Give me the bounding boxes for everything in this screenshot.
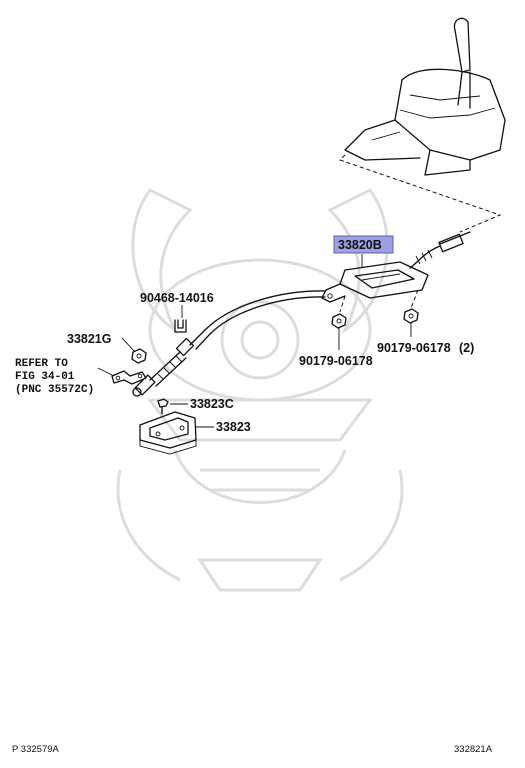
mount-dash-left [339, 295, 346, 313]
refer-text-line1: REFER TO [15, 358, 68, 370]
footer-right-code: 332821A [454, 744, 493, 755]
label-90179-06178-left[interactable]: 90179-06178 [299, 354, 373, 368]
cable-end-upper [409, 231, 471, 269]
nut-right [403, 308, 419, 337]
cable-retainer-bracket [139, 411, 197, 455]
label-33823[interactable]: 33823 [216, 420, 251, 434]
refer-bracket [111, 370, 147, 385]
nut-left [331, 313, 347, 350]
watermark-logo [116, 188, 404, 592]
footer-left-code: P 332579A [12, 744, 60, 755]
transmission-control-cable [132, 261, 429, 397]
part-highlight-33820B [333, 235, 394, 254]
label-90468-14016[interactable]: 90468-14016 [140, 291, 214, 305]
shift-lever-assembly [344, 17, 506, 176]
mount-dash-right [410, 289, 419, 309]
refer-text-line2[interactable]: FIG 34-01 [15, 371, 75, 383]
label-33820B[interactable]: 33820B [338, 238, 382, 252]
label-33821G[interactable]: 33821G [67, 332, 111, 346]
label-qty-2: (2) [459, 341, 474, 355]
dashed-leader [339, 154, 502, 233]
label-33823C[interactable]: 33823C [190, 397, 234, 411]
clip-part [174, 319, 187, 333]
bolt [157, 398, 169, 415]
leader-lines [97, 254, 363, 428]
label-90179-06178-right[interactable]: 90179-06178 [377, 341, 451, 355]
nut-small [131, 348, 147, 364]
refer-text-line3: (PNC 35572C) [15, 384, 94, 396]
